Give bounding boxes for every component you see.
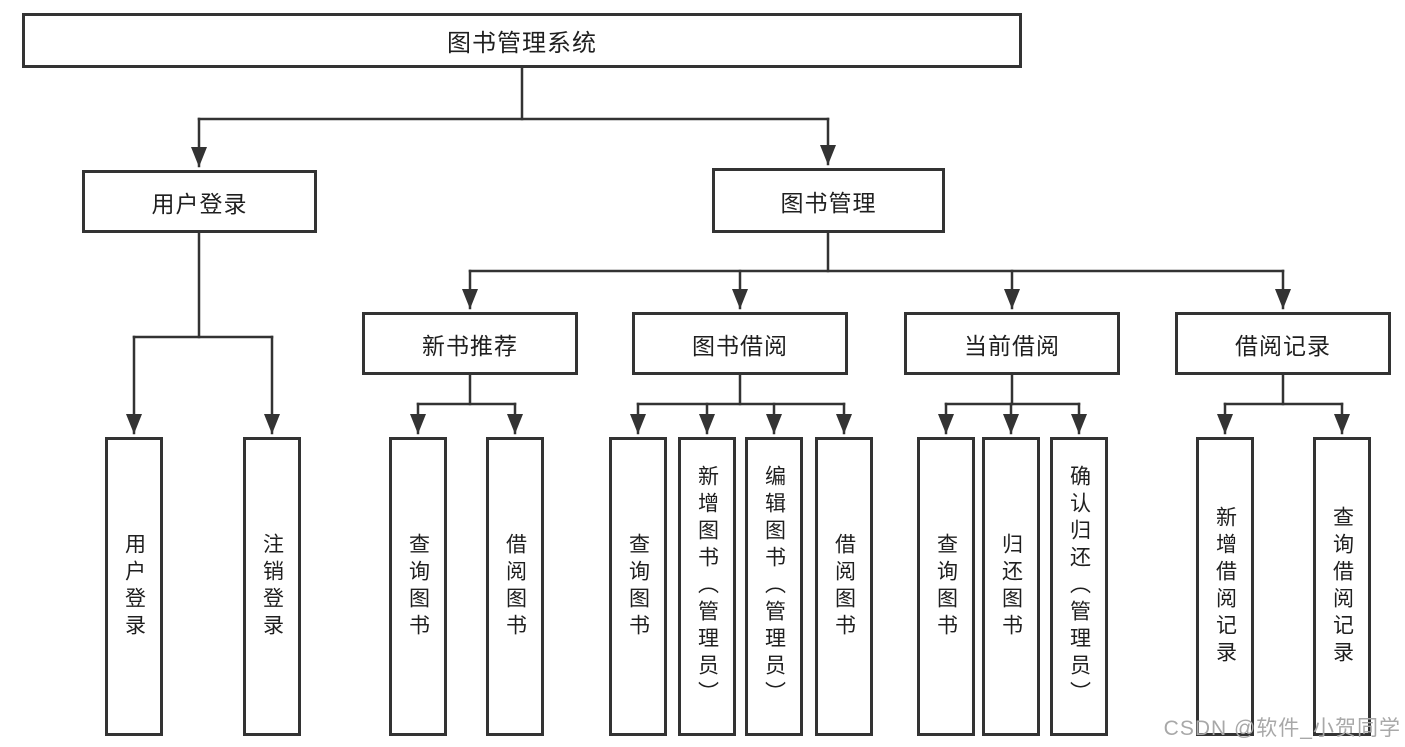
leaf-query-books-borrow: 查询图书 [609,437,667,736]
node-label: 确认归还（管理员） [1067,465,1091,708]
node-label: 新增借阅记录 [1213,505,1237,668]
node-label: 用户登录 [122,532,146,641]
node-label: 借阅记录 [1235,332,1331,359]
leaf-query-books-current: 查询图书 [917,437,975,736]
node-label: 查询图书 [626,532,650,641]
leaf-edit-books-admin: 编辑图书（管理员） [745,437,803,736]
node-new-book-recommendation: 新书推荐 [362,312,578,375]
node-label: 新增图书（管理员） [695,465,719,708]
node-user-login-module: 用户登录 [82,170,317,233]
leaf-borrow-books-recommend: 借阅图书 [486,437,544,736]
csdn-watermark: CSDN @软件_小贺同学 [1163,717,1401,740]
node-label: 借阅图书 [832,532,856,641]
leaf-confirm-return-admin: 确认归还（管理员） [1050,437,1108,736]
node-label: 新书推荐 [422,332,518,359]
node-label: 查询借阅记录 [1330,505,1354,668]
leaf-borrow-books: 借阅图书 [815,437,873,736]
leaf-add-borrow-record: 新增借阅记录 [1196,437,1254,736]
node-label: 图书管理系统 [447,30,597,57]
node-label: 注销登录 [260,532,284,641]
node-borrowing-records: 借阅记录 [1175,312,1391,375]
leaf-return-books: 归还图书 [982,437,1040,736]
leaf-user-login: 用户登录 [105,437,163,736]
node-label: 查询图书 [934,532,958,641]
node-book-management-module: 图书管理 [712,168,945,233]
node-current-borrowing: 当前借阅 [904,312,1120,375]
node-library-management-system: 图书管理系统 [22,13,1022,68]
node-label: 图书管理 [780,189,877,216]
node-label: 图书借阅 [692,332,788,359]
node-label: 当前借阅 [964,332,1060,359]
leaf-logout: 注销登录 [243,437,301,736]
node-label: 编辑图书（管理员） [762,465,786,708]
node-label: 查询图书 [406,532,430,641]
node-label: 用户登录 [151,190,248,217]
node-label: 借阅图书 [503,532,527,641]
node-book-borrowing: 图书借阅 [632,312,848,375]
leaf-query-books-recommend: 查询图书 [389,437,447,736]
leaf-query-borrow-record: 查询借阅记录 [1313,437,1371,736]
node-label: 归还图书 [999,532,1023,641]
leaf-add-books-admin: 新增图书（管理员） [678,437,736,736]
